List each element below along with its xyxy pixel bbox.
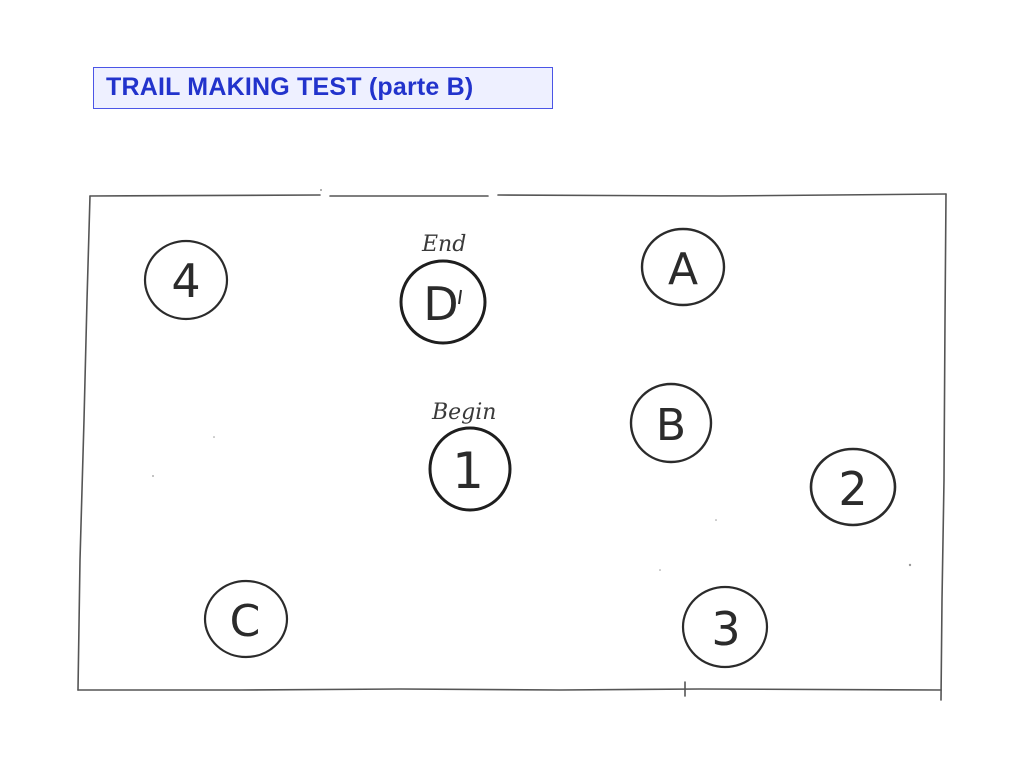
node-label: 2 [838, 462, 867, 516]
node-label: C [230, 596, 261, 647]
node-circle [399, 259, 487, 345]
node-3: 3 [681, 585, 769, 669]
node-circle [640, 227, 726, 307]
node-mark [458, 289, 462, 305]
node-circle [681, 585, 769, 669]
node-circle [203, 579, 289, 659]
node-b: B [629, 382, 713, 464]
scan-specks [152, 189, 912, 571]
node-label: 4 [171, 254, 200, 308]
node-c: C [203, 579, 289, 659]
end-label: End [421, 232, 466, 257]
node-label: D [423, 277, 458, 331]
node-circle [428, 426, 512, 512]
node-circle [143, 239, 229, 321]
node-label: 1 [452, 442, 484, 500]
node-circle [629, 382, 713, 464]
title-box: TRAIL MAKING TEST (parte B) [93, 67, 553, 109]
test-border [77, 193, 947, 701]
node-d: D [399, 259, 487, 345]
begin-label: Begin [431, 400, 496, 425]
node-4: 4 [143, 239, 229, 321]
node-1: 1 [428, 426, 512, 512]
node-label: A [668, 244, 698, 295]
node-label: 3 [711, 602, 740, 656]
node-a: A [640, 227, 726, 307]
node-2: 2 [809, 447, 897, 527]
node-label: B [656, 400, 686, 451]
node-circle [809, 447, 897, 527]
page-title: TRAIL MAKING TEST (parte B) [106, 73, 474, 101]
